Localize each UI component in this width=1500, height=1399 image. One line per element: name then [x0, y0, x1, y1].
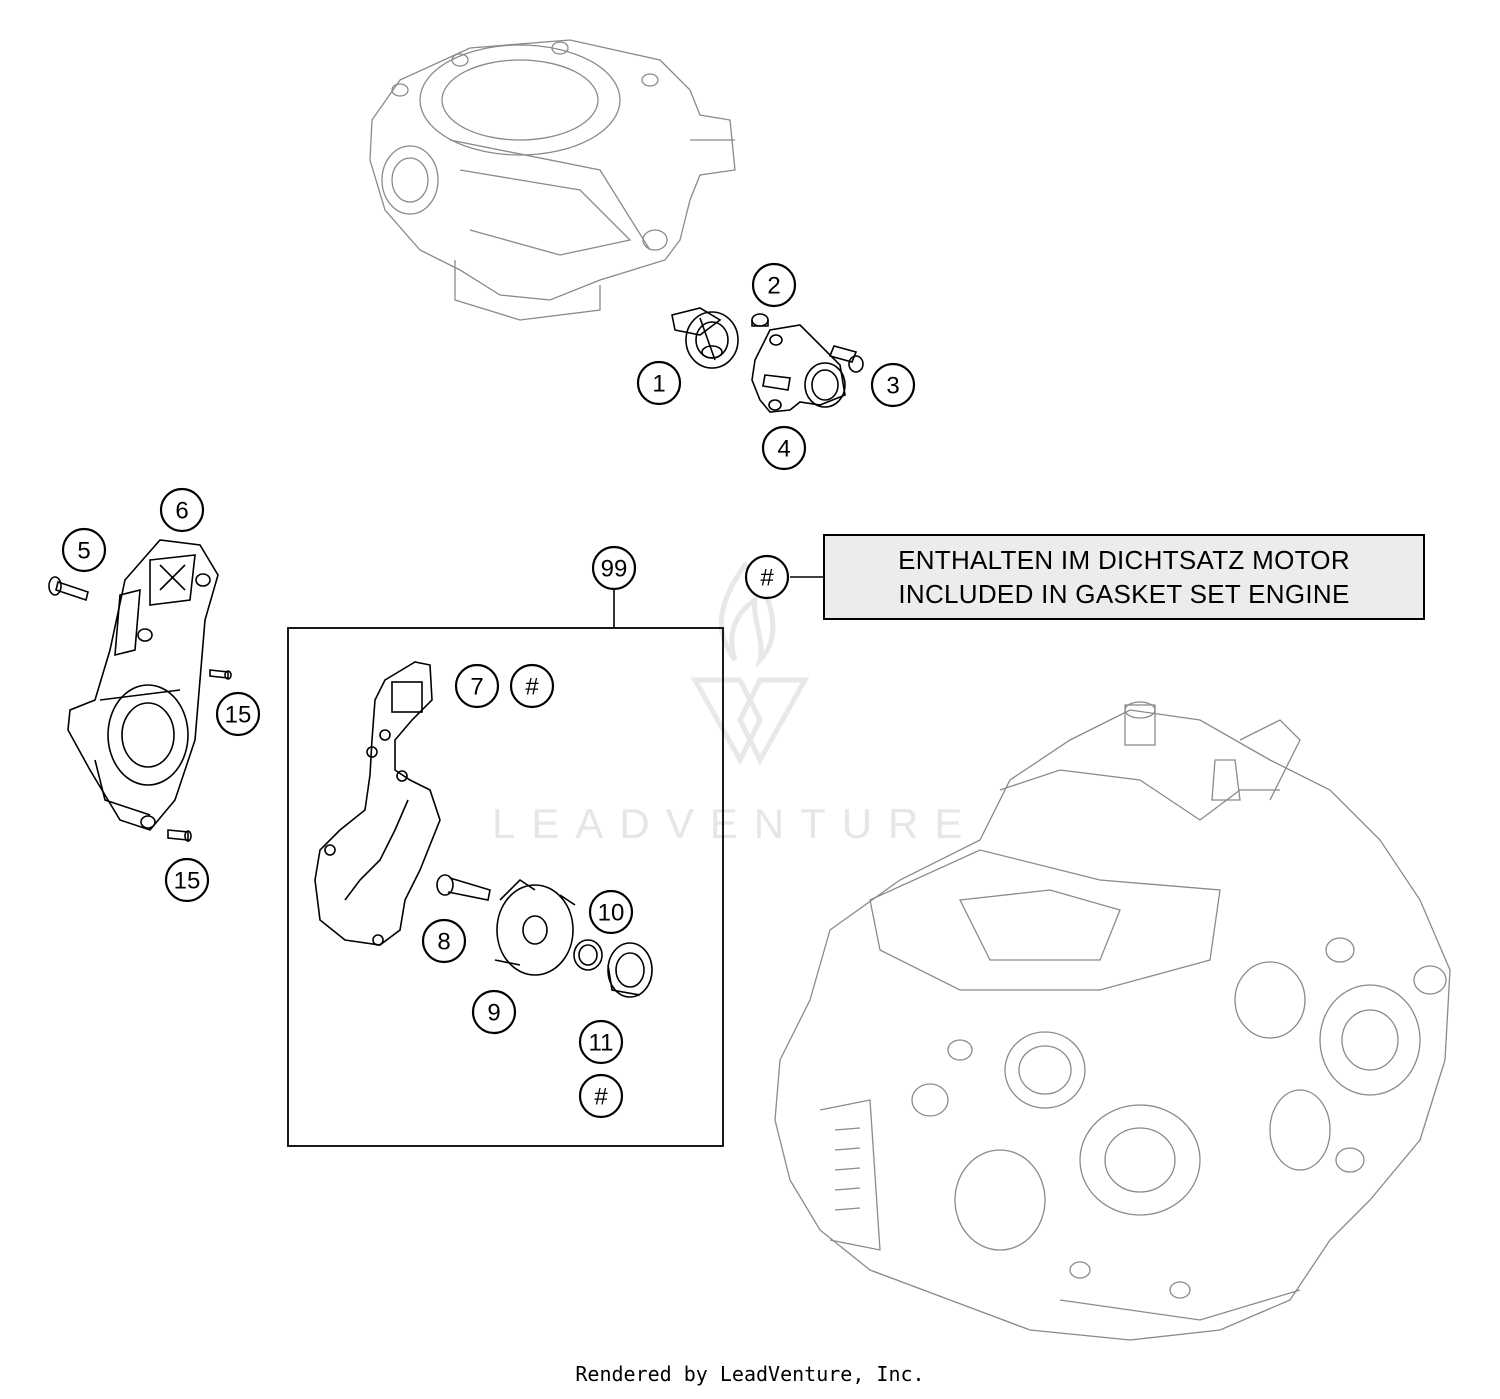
cylinder-ghost [369, 39, 736, 321]
svg-text:15: 15 [174, 868, 201, 895]
callout-11-hash[interactable]: # [578, 1073, 624, 1119]
svg-text:9: 9 [487, 1000, 500, 1027]
svg-text:#: # [760, 565, 774, 592]
callout-15-upper[interactable]: 15 [215, 691, 261, 737]
svg-text:#: # [525, 674, 539, 701]
callout-legend-hash[interactable]: # [744, 554, 790, 600]
svg-text:1: 1 [652, 371, 665, 398]
screw-part-3 [828, 345, 864, 373]
callout-7[interactable]: 7 [454, 663, 500, 709]
svg-text:4: 4 [777, 436, 790, 463]
callout-99[interactable]: 99 [591, 545, 637, 591]
svg-text:99: 99 [601, 556, 628, 583]
callout-2[interactable]: 2 [751, 262, 797, 308]
callout-10[interactable]: 10 [588, 889, 634, 935]
svg-text:7: 7 [470, 674, 483, 701]
callout-11[interactable]: 11 [578, 1019, 624, 1065]
gasket-part-7 [314, 661, 441, 946]
legend-line-german: ENTHALTEN IM DICHTSATZ MOTOR [898, 545, 1350, 575]
bolt-part-5 [48, 576, 89, 602]
footer-credit: Rendered by LeadVenture, Inc. [575, 1362, 925, 1386]
impeller-part-9 [494, 878, 576, 976]
svg-text:5: 5 [77, 538, 90, 565]
callout-6[interactable]: 6 [159, 487, 205, 533]
svg-text:2: 2 [767, 273, 780, 300]
watermark-logo [690, 561, 810, 766]
svg-text:15: 15 [225, 702, 252, 729]
kit-box-99 [287, 627, 724, 1147]
washer-part-10 [573, 939, 603, 971]
plug-part-2 [751, 313, 769, 327]
svg-text:10: 10 [598, 900, 625, 927]
watermark: LEADVENTURE [492, 800, 979, 847]
shaft-seal-part-11 [607, 942, 653, 998]
svg-text:8: 8 [437, 929, 450, 956]
callout-3[interactable]: 3 [870, 362, 916, 408]
svg-text:6: 6 [175, 498, 188, 525]
leader-lines [613, 576, 823, 628]
dowel-pin-part-15-lower [167, 829, 192, 842]
svg-text:#: # [594, 1084, 608, 1111]
dowel-pin-part-15-upper [209, 669, 232, 680]
water-pump-cover-part-6 [67, 539, 219, 831]
svg-text:3: 3 [886, 373, 899, 400]
callout-9[interactable]: 9 [471, 989, 517, 1035]
svg-text:11: 11 [589, 1030, 614, 1057]
callout-4[interactable]: 4 [761, 425, 807, 471]
callout-5[interactable]: 5 [61, 527, 107, 573]
legend-line-english: INCLUDED IN GASKET SET ENGINE [898, 579, 1350, 609]
gasket-set-legend: ENTHALTEN IM DICHTSATZ MOTOR INCLUDED IN… [823, 534, 1425, 620]
thermostat-housing-part-4 [751, 324, 846, 413]
engine-case-ghost [774, 701, 1451, 1341]
thermostat-part-1 [671, 307, 739, 369]
screw-part-8 [436, 874, 491, 901]
callout-1[interactable]: 1 [636, 360, 682, 406]
callout-8[interactable]: 8 [421, 918, 467, 964]
callout-7-hash[interactable]: # [509, 663, 555, 709]
callout-15-lower[interactable]: 15 [164, 857, 210, 903]
